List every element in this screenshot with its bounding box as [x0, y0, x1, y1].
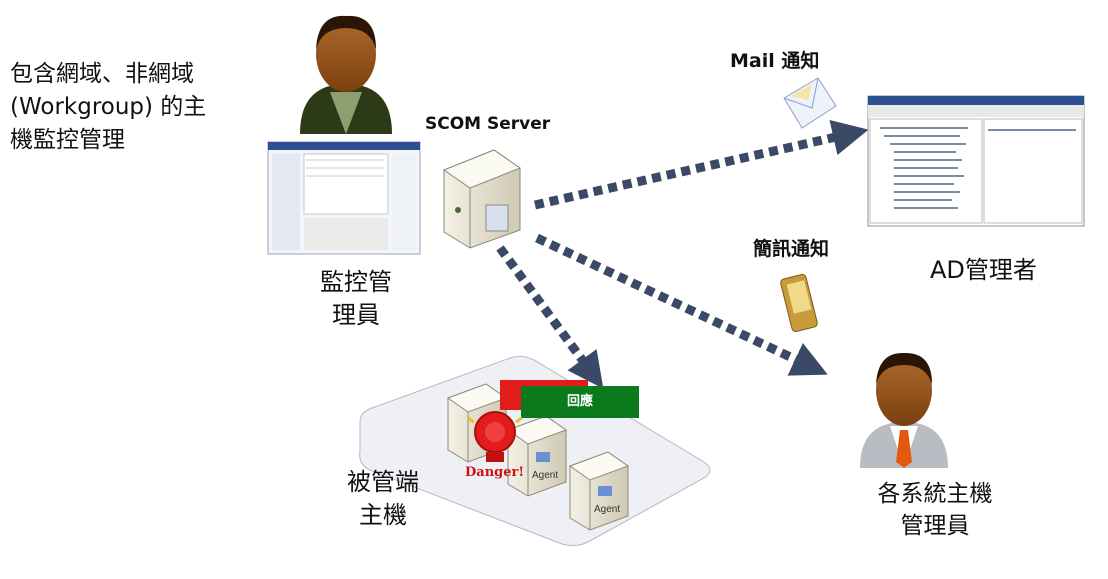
- arrow-to-ad-admin: [534, 119, 869, 210]
- person-icon: [300, 15, 392, 134]
- managed-hosts-label: 被管端 主機: [347, 468, 419, 529]
- arrow-to-managed-hosts: [496, 245, 604, 389]
- diagram-title: 包含網域、非網域 (Workgroup) 的主 機監控管理: [10, 61, 207, 153]
- flow-arrows: [496, 119, 869, 389]
- ad-admin-label: AD管理者: [930, 256, 1037, 284]
- scom-server-label: SCOM Server: [425, 114, 551, 134]
- monitor-admin-label: 監控管 理員: [320, 268, 392, 329]
- agent-label: Agent: [532, 470, 558, 481]
- reply-label: 回應: [566, 394, 593, 409]
- arrow-to-system-admin: [535, 233, 828, 376]
- alarm-bell-icon: [467, 411, 523, 462]
- danger-label: Danger!: [465, 465, 524, 480]
- server-icon: [568, 451, 630, 531]
- person-icon: [860, 352, 948, 468]
- server-icon: [506, 415, 568, 497]
- system-admin-label: 各系統主機 管理員: [877, 481, 993, 539]
- screenshot-thumbnail: [267, 141, 421, 255]
- reply-bar: [521, 386, 639, 418]
- pda-icon: [780, 274, 818, 332]
- server-icon: [442, 149, 522, 249]
- agent-label: Agent: [594, 504, 620, 515]
- screenshot-thumbnail: [867, 95, 1085, 227]
- sms-notify-label: 簡訊通知: [753, 238, 830, 260]
- mail-notify-label: Mail 通知: [730, 50, 820, 72]
- envelope-icon: [783, 77, 837, 129]
